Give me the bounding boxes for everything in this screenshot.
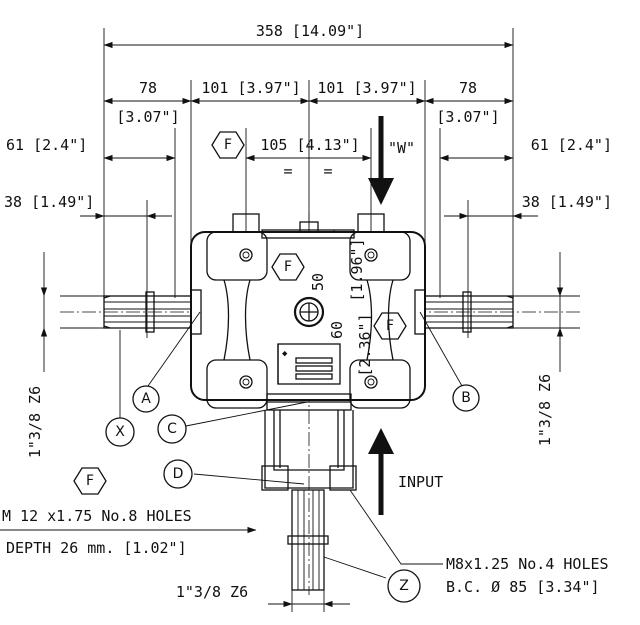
- dim-spline-left: 38 [1.49"]: [4, 193, 94, 211]
- dimension-texts: 358 [14.09"] 78 [3.07"] 101 [3.97"] 101 …: [4, 22, 612, 601]
- left-output-shaft: [103, 291, 192, 333]
- svg-text:X: X: [115, 424, 125, 440]
- w-arrow-label: "W": [388, 139, 415, 157]
- dim-half-left: 101 [3.97"]: [201, 79, 300, 97]
- label-texts: "W" INPUT M 12 x1.75 No.8 HOLES DEPTH 26…: [2, 139, 609, 596]
- callout-d: D: [163, 459, 193, 489]
- svg-text:C: C: [167, 421, 177, 437]
- input-shaft: [287, 489, 329, 591]
- dim-offset-left: 61 [2.4"]: [6, 136, 87, 154]
- dim-spline-right: 38 [1.49"]: [522, 193, 612, 211]
- dim-half-right: 101 [3.97"]: [317, 79, 416, 97]
- bc-holes-line2: B.C. Ø 85 [3.34"]: [446, 578, 600, 596]
- input-arrow: [368, 428, 394, 515]
- name-plate: ◆: [277, 343, 341, 385]
- bolt-holes: [239, 248, 378, 389]
- shaft-spec-bottom: 1"3/8 Z6: [176, 583, 248, 601]
- svg-text:F: F: [386, 318, 394, 334]
- svg-text:F: F: [86, 473, 94, 489]
- w-arrow: [368, 116, 394, 205]
- svg-text:B: B: [461, 390, 471, 406]
- equal-mark-left: =: [283, 162, 292, 180]
- input-label: INPUT: [398, 473, 443, 491]
- dim-shaft-left-in: [3.07"]: [116, 108, 179, 126]
- dim-shaft-left: 78: [139, 79, 157, 97]
- extension-lines: [60, 28, 580, 612]
- f-marker-side: F: [373, 312, 407, 340]
- svg-text:Z: Z: [399, 578, 409, 594]
- callout-c: C: [157, 414, 187, 444]
- input-shaft-housing: [261, 410, 357, 491]
- equal-mark-right: =: [323, 162, 332, 180]
- svg-text:A: A: [141, 391, 151, 407]
- dim-shaft-right-in: [3.07"]: [436, 108, 499, 126]
- bc-holes-line1: M8x1.25 No.4 HOLES: [446, 555, 609, 573]
- center-plug: [293, 296, 325, 328]
- holes-spec-line2: DEPTH 26 mm. [1.02"]: [6, 539, 187, 557]
- callout-leaders: [119, 311, 463, 579]
- dim-height-60: 60: [328, 321, 346, 339]
- svg-text:D: D: [173, 466, 184, 482]
- callout-b: B: [452, 384, 480, 412]
- dim-overall-width: 358 [14.09"]: [256, 22, 364, 40]
- svg-text:F: F: [224, 137, 232, 153]
- f-marker-top: F: [211, 131, 245, 159]
- dim-offset-right: 61 [2.4"]: [531, 136, 612, 154]
- dim-shaft-right: 78: [459, 79, 477, 97]
- dim-height-50: 50: [309, 273, 327, 291]
- shaft-spec-right: 1"3/8 Z6: [536, 374, 554, 446]
- dim-height-60-in: [2.36"]: [356, 313, 374, 376]
- holes-spec-line1: M 12 x1.75 No.8 HOLES: [2, 507, 192, 525]
- dim-bolt-spacing: 105 [4.13"]: [260, 136, 359, 154]
- dim-height-50-in: [1.96"]: [348, 238, 366, 301]
- shaft-spec-left: 1"3/8 Z6: [26, 386, 44, 458]
- f-marker-holes: F: [73, 467, 107, 495]
- svg-text:F: F: [284, 259, 292, 275]
- callout-x: X: [105, 417, 135, 447]
- svg-text:◆: ◆: [282, 349, 288, 359]
- f-marker-body: F: [271, 253, 305, 281]
- right-output-shaft: [424, 291, 514, 333]
- callout-z: Z: [387, 569, 421, 603]
- callout-a: A: [132, 385, 160, 413]
